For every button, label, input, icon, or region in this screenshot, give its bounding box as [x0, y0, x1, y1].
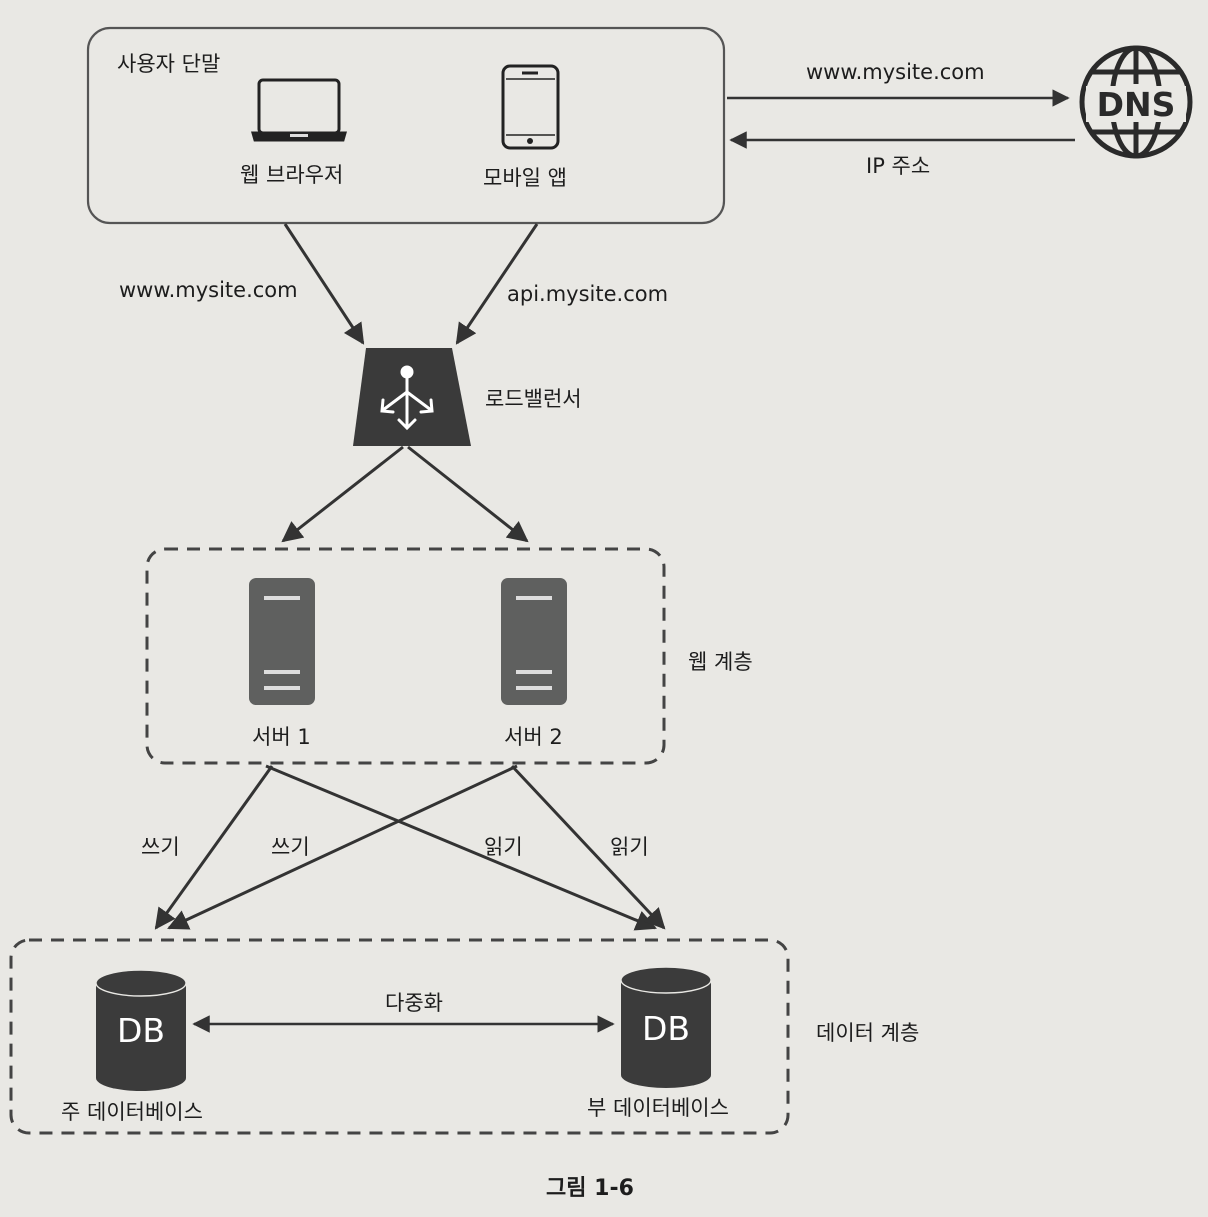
web-tier-label: 웹 계층: [688, 650, 753, 674]
web-route-label: www.mysite.com: [119, 278, 298, 302]
replication-label: 다중화: [385, 991, 443, 1015]
web-tier-box: [145, 547, 666, 765]
phone-icon: [501, 64, 560, 150]
slave-db-label: 부 데이터베이스: [587, 1096, 729, 1120]
master-db-icon-text: DB: [117, 1011, 165, 1050]
server1-icon: [249, 578, 315, 705]
web-route-arrow: [283, 223, 365, 345]
server1-read-arrow: [265, 764, 657, 931]
write-label-1: 쓰기: [141, 835, 180, 859]
dns-response-label: IP 주소: [866, 154, 931, 178]
dns-globe-icon: [1079, 45, 1193, 159]
mobile-app-label: 모바일 앱: [483, 166, 567, 190]
api-route-arrow: [455, 223, 539, 345]
dns-request-label: www.mysite.com: [806, 60, 985, 84]
figure-caption: 그림 1-6: [546, 1176, 634, 1201]
data-tier-label: 데이터 계층: [816, 1021, 920, 1045]
client-box: [86, 26, 726, 225]
server2-label: 서버 2: [504, 725, 563, 749]
server1-label: 서버 1: [252, 725, 311, 749]
server2-icon: [501, 578, 567, 705]
read-label-1: 읽기: [484, 835, 523, 859]
lb-to-server1-arrow: [281, 445, 404, 543]
server2-read-arrow: [510, 764, 666, 930]
slave-db-icon: [620, 966, 712, 1088]
server1-write-arrow: [154, 765, 274, 930]
load-balancer-icon: [353, 348, 471, 446]
dns-icon-text: DNS: [1097, 85, 1176, 124]
api-route-label: api.mysite.com: [507, 282, 669, 306]
web-browser-label: 웹 브라우저: [240, 163, 344, 187]
write-label-2: 쓰기: [271, 835, 310, 859]
read-label-2: 읽기: [610, 835, 649, 859]
load-balancer-label: 로드밸런서: [485, 387, 582, 411]
lb-to-server2-arrow: [407, 445, 529, 543]
server2-write-arrow: [167, 764, 518, 930]
client-box-title: 사용자 단말: [117, 52, 221, 76]
slave-db-icon-text: DB: [642, 1009, 690, 1048]
master-db-label: 주 데이터베이스: [61, 1100, 203, 1124]
laptop-icon: [251, 78, 347, 142]
master-db-icon: [95, 969, 187, 1091]
data-tier-box: [9, 938, 790, 1135]
